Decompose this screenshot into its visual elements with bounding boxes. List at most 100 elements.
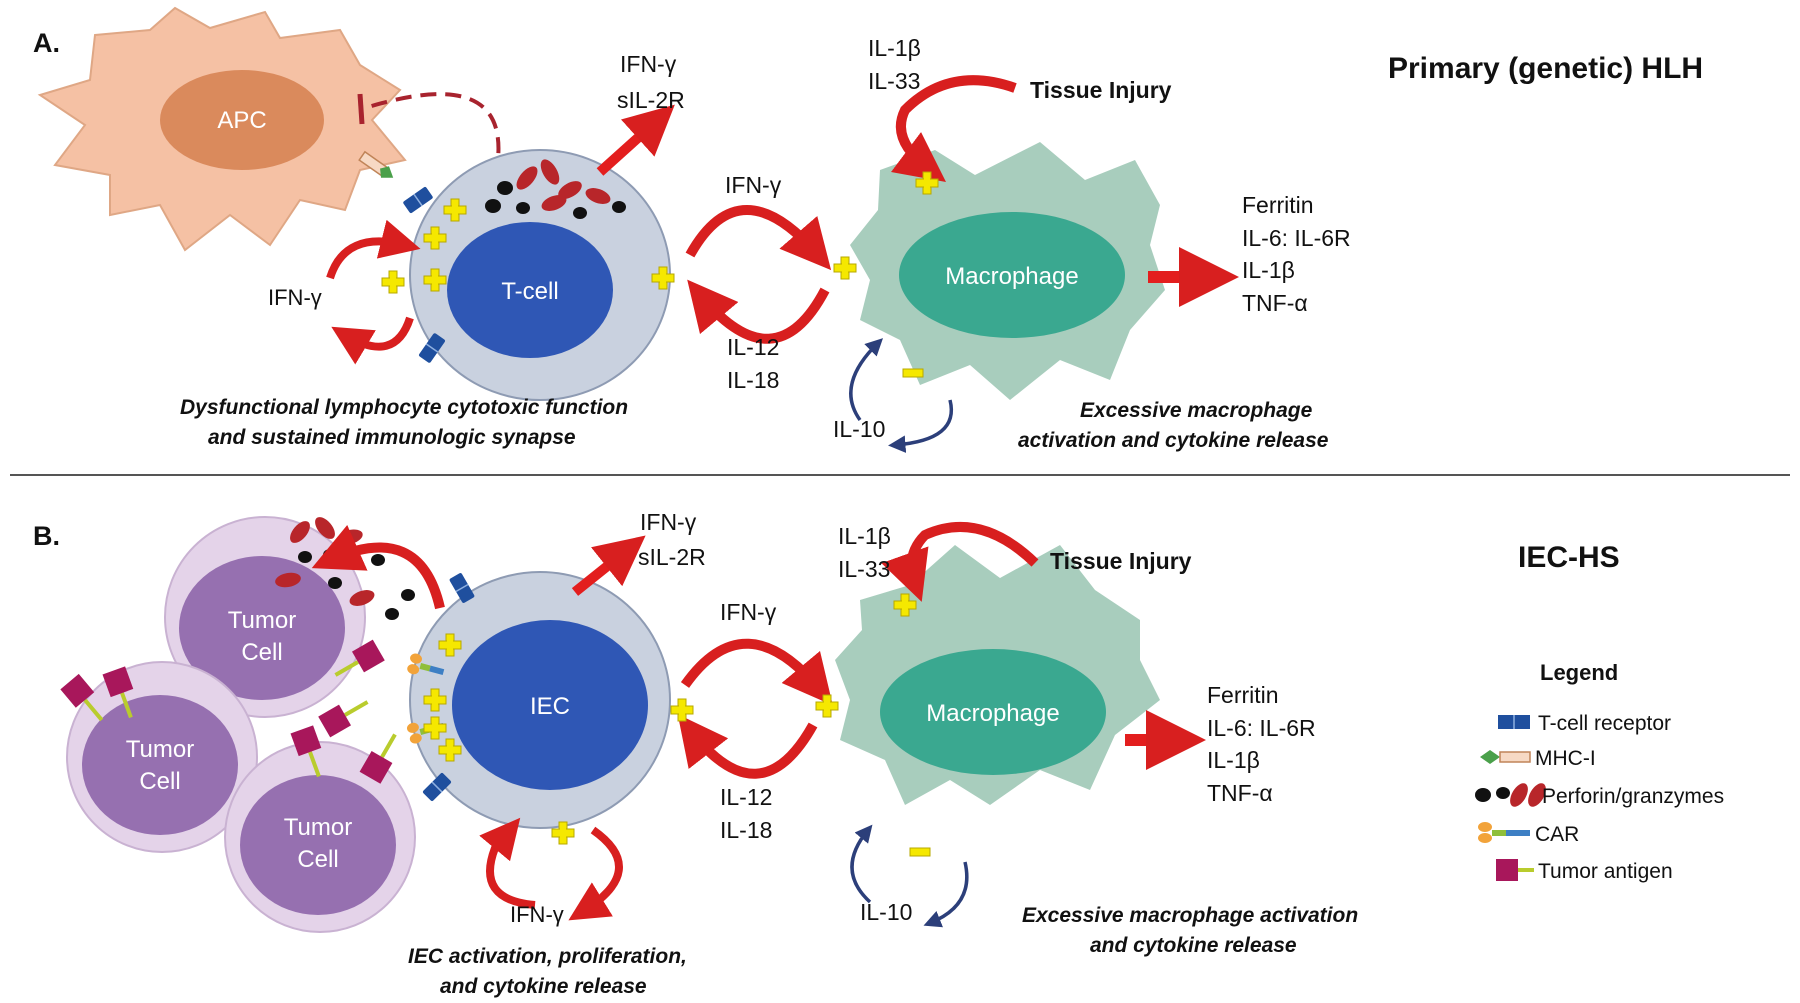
ifn-loop-arrow <box>685 205 832 271</box>
tumor-cell: Tumor Cell <box>66 661 258 853</box>
apc-label: APC <box>217 107 266 134</box>
il12-loop-arrow <box>687 279 830 344</box>
ifn-autocrine-bottom-arrow <box>331 316 414 365</box>
iec-label: IEC <box>530 693 570 720</box>
il10-up-arrow-b <box>850 824 873 904</box>
minus-icon <box>902 368 924 378</box>
injury-il1b-b: IL-1β <box>838 523 891 549</box>
cytotoxic-release-arrow <box>311 524 445 610</box>
mhc-i-icon <box>1480 750 1531 764</box>
output-ferritin-b: Ferritin <box>1207 682 1279 708</box>
injury-il1b: IL-1β <box>868 35 921 61</box>
car-icon <box>1478 822 1530 843</box>
panel-b-letter: B. <box>33 521 60 551</box>
macrophage-b-nucleus <box>880 649 1106 775</box>
output-tnfa: TNF-α <box>1242 290 1308 316</box>
secretion-arrow-b <box>571 535 646 596</box>
tumor-cell: Tumor Cell <box>224 741 416 933</box>
legend-label-perforin: Perforin/granzymes <box>1542 785 1724 808</box>
caption-b-left-1: IEC activation, proliferation, <box>408 945 687 968</box>
panel-a: A. Primary (genetic) HLH APC T-cell <box>33 6 1703 453</box>
legend-label-antigen: Tumor antigen <box>1538 860 1673 883</box>
mhc-i-icon <box>358 150 394 178</box>
svg-text:Cell: Cell <box>139 768 180 795</box>
minus-icon <box>909 847 931 857</box>
panel-b: B. IEC-HS Tumor Cell Tumor Cell Tumor Ce… <box>33 509 1724 998</box>
plus-icon <box>815 694 839 718</box>
loop-il12-label: IL-12 <box>727 334 779 360</box>
plus-icon <box>381 270 405 294</box>
il10-label: IL-10 <box>833 416 885 442</box>
loop-ifn-label-b: IFN-γ <box>720 599 777 625</box>
t-cell-receptor-icon <box>1498 715 1530 729</box>
tissue-injury-arrow-b <box>881 522 1039 602</box>
loop-il12-label-b: IL-12 <box>720 784 772 810</box>
panel-b-title: IEC-HS <box>1518 541 1620 574</box>
caption-a-left-2: and sustained immunologic synapse <box>208 426 576 449</box>
caption-a-left-1: Dysfunctional lymphocyte cytotoxic funct… <box>180 396 628 419</box>
secreted-ifn-b: IFN-γ <box>640 509 697 535</box>
macrophage-a-label: Macrophage <box>945 263 1078 290</box>
il12-loop-arrow-b <box>677 714 818 779</box>
caption-a-right-2: activation and cytokine release <box>1018 429 1329 452</box>
iec-ifn-right-arrow <box>568 826 623 921</box>
macrophage-a-nucleus <box>899 212 1125 338</box>
output-il6: IL-6: IL-6R <box>1242 225 1351 251</box>
tcell-label: T-cell <box>501 278 558 305</box>
tumor-antigen-icon <box>1496 859 1534 881</box>
tcell-ifn-label: IFN-γ <box>268 285 322 310</box>
loop-ifn-label: IFN-γ <box>725 172 782 198</box>
perforin-granzymes-icon <box>1475 783 1546 807</box>
tcell-nucleus <box>447 222 613 358</box>
legend-label-car: CAR <box>1535 823 1579 846</box>
il10-down-arrow-b <box>923 861 969 928</box>
legend-label-mhc: MHC-I <box>1535 747 1596 770</box>
inhibition-arrow <box>364 92 501 179</box>
loop-il18-label-b: IL-18 <box>720 817 772 843</box>
ifn-autocrine-top-arrow <box>326 219 421 280</box>
caption-b-right-1: Excessive macrophage activation <box>1022 904 1358 927</box>
legend: Legend T-cell receptor MHC-I Perforin/gr… <box>1475 660 1724 883</box>
tissue-injury-label: Tissue Injury <box>1030 77 1172 103</box>
caption-b-right-2: and cytokine release <box>1090 934 1297 957</box>
legend-title: Legend <box>1540 660 1618 685</box>
output-il6-b: IL-6: IL-6R <box>1207 715 1316 741</box>
il10-label-b: IL-10 <box>860 899 912 925</box>
secreted-ifn: IFN-γ <box>620 51 677 77</box>
legend-label-tcr: T-cell receptor <box>1538 712 1671 735</box>
svg-text:Tumor: Tumor <box>228 607 296 634</box>
caption-b-left-2: and cytokine release <box>440 975 647 998</box>
panel-a-letter: A. <box>33 28 60 58</box>
iec-nucleus <box>452 620 648 790</box>
tumor-antigen-icon <box>316 689 376 740</box>
output-tnfa-b: TNF-α <box>1207 780 1273 806</box>
plus-icon <box>670 698 694 722</box>
svg-text:Cell: Cell <box>241 639 282 666</box>
injury-il33: IL-33 <box>868 68 920 94</box>
tissue-injury-arrow <box>890 75 1017 183</box>
injury-il33-b: IL-33 <box>838 556 890 582</box>
secreted-sil2r: sIL-2R <box>617 87 685 113</box>
svg-text:Tumor: Tumor <box>284 814 352 841</box>
iec-ifn-label: IFN-γ <box>510 902 564 927</box>
apc-nucleus <box>160 70 324 170</box>
perforin-granzymes <box>485 159 626 219</box>
il10-down-arrow <box>888 399 953 453</box>
svg-text:Tumor: Tumor <box>126 736 194 763</box>
svg-text:Cell: Cell <box>297 846 338 873</box>
panel-a-title: Primary (genetic) HLH <box>1388 52 1703 85</box>
secretion-arrow <box>596 104 675 176</box>
tissue-injury-label-b: Tissue Injury <box>1050 548 1192 574</box>
macrophage-b-label: Macrophage <box>926 700 1059 727</box>
output-il1b: IL-1β <box>1242 257 1295 283</box>
output-ferritin: Ferritin <box>1242 192 1314 218</box>
il10-up-arrow <box>849 338 884 422</box>
ifn-loop-arrow-b <box>680 638 833 706</box>
secreted-sil2r-b: sIL-2R <box>638 544 706 570</box>
output-il1b-b: IL-1β <box>1207 747 1260 773</box>
plus-icon <box>833 256 857 280</box>
loop-il18-label: IL-18 <box>727 367 779 393</box>
iec-ifn-left-arrow <box>479 817 536 909</box>
caption-a-right-1: Excessive macrophage <box>1080 399 1313 422</box>
